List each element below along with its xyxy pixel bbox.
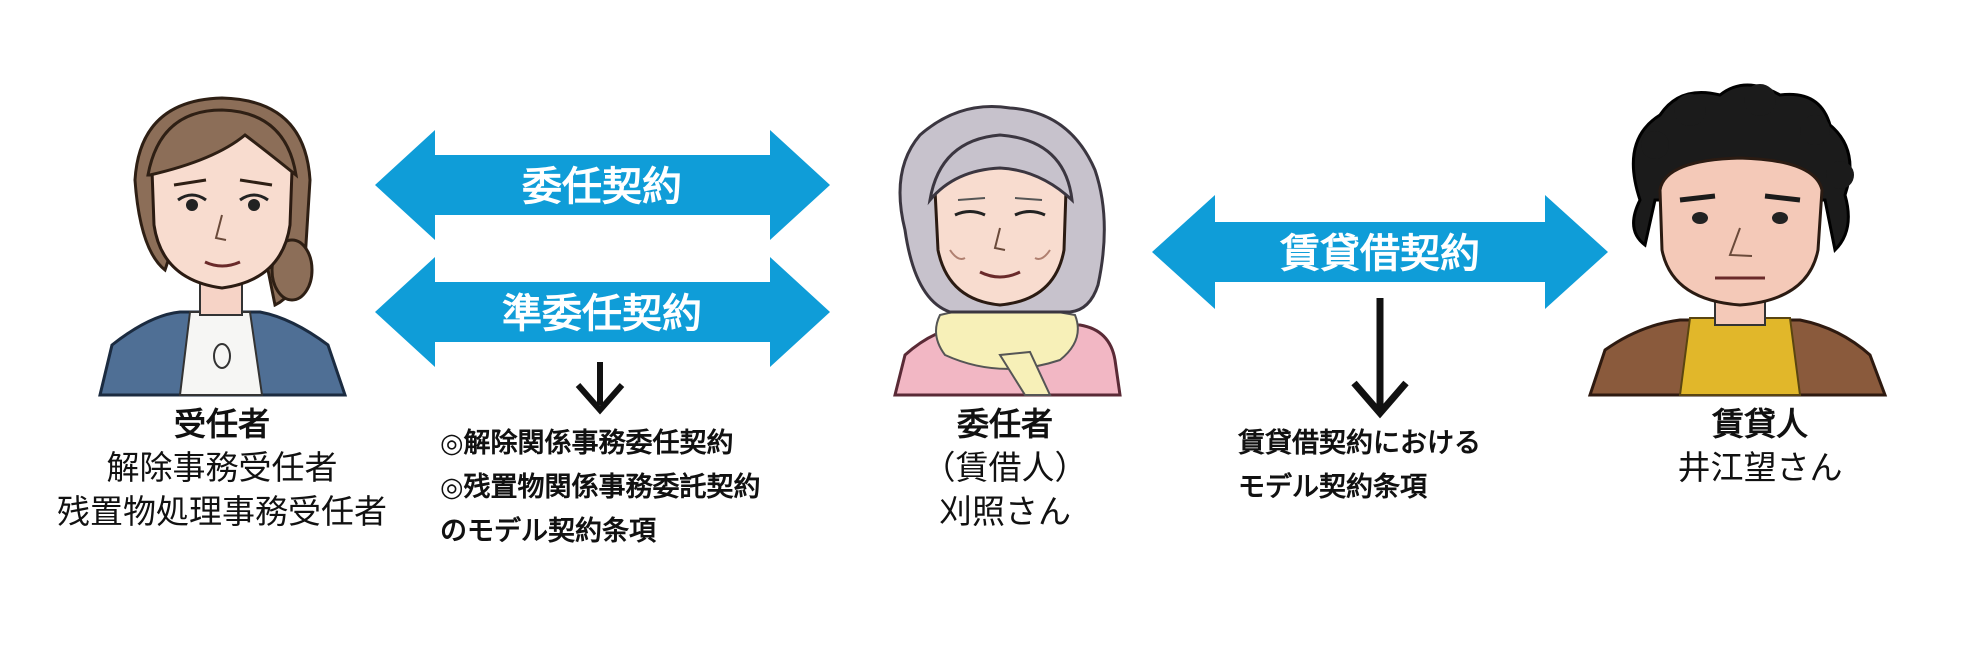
right-down-arrow bbox=[1351, 298, 1409, 419]
right-person-illustration bbox=[1587, 83, 1888, 397]
left-person-caption: 受任者 解除事務受任者 残置物処理事務受任者 bbox=[22, 402, 422, 534]
left-terms-line-2: ◎残置物関係事務委託契約 bbox=[440, 472, 761, 503]
quasi-mandate-contract-double-arrow bbox=[375, 257, 830, 367]
right-person-title: 賃貸人 bbox=[1711, 405, 1808, 443]
lease-contract-label: 賃貸借契約 bbox=[1279, 231, 1480, 277]
center-person-line-1: （賃借人） bbox=[922, 448, 1088, 487]
left-model-terms: ◎解除関係事務委任契約 ◎残置物関係事務委託契約 のモデル契約条項 bbox=[440, 422, 761, 554]
center-person-title: 委任者 bbox=[956, 405, 1053, 443]
left-person-illustration bbox=[98, 96, 348, 397]
right-terms-line-1: 賃貸借契約における bbox=[1238, 428, 1481, 459]
left-down-arrow bbox=[575, 362, 625, 415]
lease-contract-double-arrow bbox=[1152, 195, 1608, 309]
center-person-line-2: 刈照さん bbox=[939, 492, 1071, 531]
mandate-contract-double-arrow bbox=[375, 130, 830, 240]
left-terms-line-3: のモデル契約条項 bbox=[440, 516, 656, 547]
left-person-line-1: 解除事務受任者 bbox=[106, 448, 338, 487]
center-person-caption: 委任者 （賃借人） 刈照さん bbox=[880, 402, 1130, 534]
left-terms-line-1: ◎解除関係事務委任契約 bbox=[440, 428, 734, 459]
mandate-contract-label: 委任契約 bbox=[522, 164, 682, 210]
right-terms-line-2: モデル契約条項 bbox=[1238, 472, 1427, 503]
left-person-title: 受任者 bbox=[173, 405, 270, 443]
right-model-terms: 賃貸借契約における モデル契約条項 bbox=[1238, 422, 1481, 510]
left-person-line-2: 残置物処理事務受任者 bbox=[57, 492, 387, 531]
right-person-caption: 賃貸人 井江望さん bbox=[1630, 402, 1890, 490]
right-person-line-1: 井江望さん bbox=[1677, 448, 1843, 487]
center-person-illustration bbox=[893, 105, 1122, 397]
quasi-mandate-contract-label: 準委任契約 bbox=[502, 291, 702, 337]
